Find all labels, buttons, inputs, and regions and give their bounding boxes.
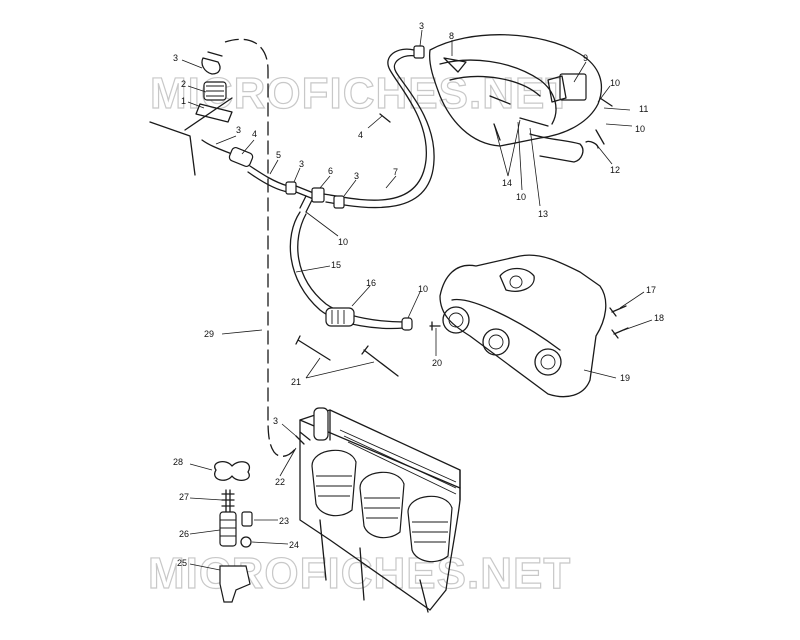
watermark-bottom: MICROFICHES.NET xyxy=(148,549,571,598)
fitting-assembly-upper-left xyxy=(149,51,233,176)
callout-7: 7 xyxy=(393,167,398,177)
spring-27 xyxy=(221,489,235,513)
exhaust-manifold xyxy=(429,254,607,398)
fitting-22 xyxy=(295,431,311,445)
callout-22: 22 xyxy=(275,477,285,487)
callout-11: 11 xyxy=(639,104,648,114)
callout-10: 10 xyxy=(635,124,645,134)
callout-18: 18 xyxy=(654,313,664,323)
callout-12: 12 xyxy=(610,165,620,175)
callout-26: 26 xyxy=(179,529,189,539)
cylinder-1 xyxy=(311,449,357,517)
bolts xyxy=(295,305,629,377)
hose-15 xyxy=(289,211,413,331)
callout-3: 3 xyxy=(299,159,304,169)
callout-6: 6 xyxy=(328,166,333,176)
leader-lines xyxy=(181,29,653,571)
callout-21: 21 xyxy=(291,377,301,387)
callout-4: 4 xyxy=(358,130,363,140)
valve-parts xyxy=(214,460,253,603)
callout-20: 20 xyxy=(432,358,442,368)
cylinder-3 xyxy=(407,495,453,563)
callout-24: 24 xyxy=(289,540,299,550)
callout-15: 15 xyxy=(331,260,341,270)
callout-10: 10 xyxy=(338,237,348,247)
hose-7 xyxy=(323,45,435,209)
callout-13: 13 xyxy=(538,209,548,219)
callout-19: 19 xyxy=(620,373,630,383)
callout-5: 5 xyxy=(276,150,281,160)
valve-body-26 xyxy=(219,511,237,547)
callout-16: 16 xyxy=(366,278,376,288)
sleeve-16 xyxy=(325,307,355,327)
callout-10: 10 xyxy=(610,78,620,88)
callout-3: 3 xyxy=(236,125,241,135)
screw-23 xyxy=(241,511,253,527)
callout-3: 3 xyxy=(354,171,359,181)
callout-labels: 3 2 1 3 4 5 3 6 3 7 10 3 8 4 9 10 11 10 … xyxy=(173,21,664,568)
cylinder-head-assembly xyxy=(299,407,461,613)
callout-9: 9 xyxy=(583,53,588,63)
dashed-water-line xyxy=(224,38,297,458)
tee-fitting-6 xyxy=(295,185,325,213)
callout-27: 27 xyxy=(179,492,189,502)
hose-4-5 xyxy=(201,139,297,195)
housing-25 xyxy=(219,565,251,603)
callout-25: 25 xyxy=(177,558,187,568)
callout-29: 29 xyxy=(204,329,214,339)
exhaust-pipe xyxy=(428,34,613,163)
callout-1: 1 xyxy=(181,96,186,106)
callout-14: 14 xyxy=(502,178,512,188)
callout-10: 10 xyxy=(418,284,428,294)
callout-3: 3 xyxy=(173,53,178,63)
washer-24 xyxy=(240,536,252,548)
callout-23: 23 xyxy=(279,516,289,526)
callout-3: 3 xyxy=(273,416,278,426)
callout-4: 4 xyxy=(252,129,257,139)
callout-3: 3 xyxy=(419,21,424,31)
callout-17: 17 xyxy=(646,285,656,295)
cylinder-2 xyxy=(359,471,405,539)
callout-2: 2 xyxy=(181,79,186,89)
callout-28: 28 xyxy=(173,457,183,467)
callout-10: 10 xyxy=(516,192,526,202)
callout-8: 8 xyxy=(449,31,454,41)
gasket-28 xyxy=(214,460,251,482)
